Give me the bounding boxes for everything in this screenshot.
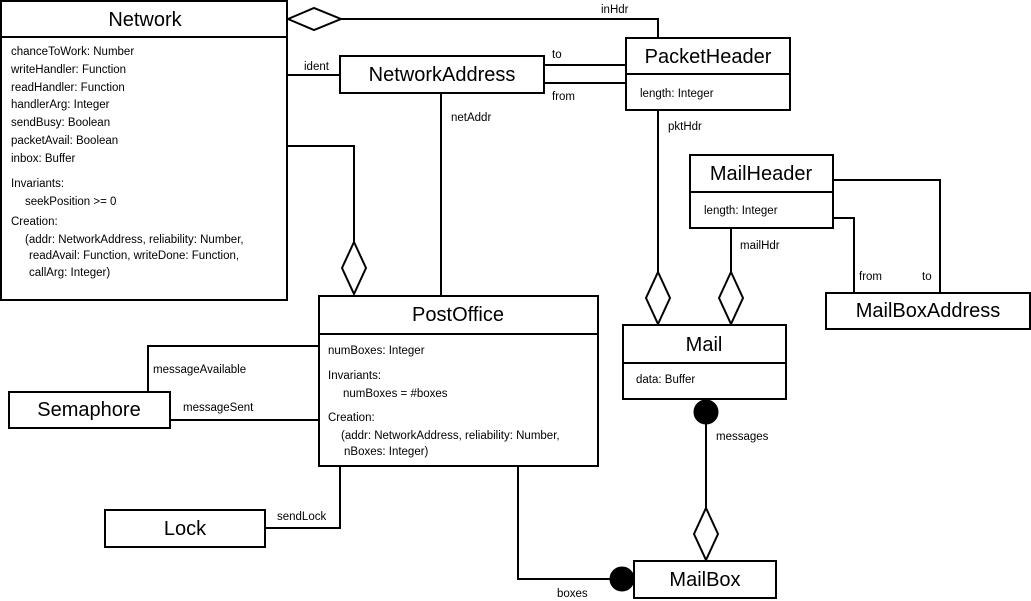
inhdr-link <box>341 18 659 38</box>
messagesent-label: messageSent <box>183 402 254 414</box>
network-class-name: Network <box>108 9 182 31</box>
postoffice-creation-heading: Creation: <box>328 412 375 424</box>
class-network: Network chanceToWork: Number writeHandle… <box>0 0 288 301</box>
network-postoffice-link <box>287 145 355 242</box>
postoffice-invariant: numBoxes = #boxes <box>343 388 448 400</box>
sendlock-link <box>265 466 341 529</box>
network-attr: readHandler: Function <box>11 82 125 94</box>
messages-diamond <box>692 505 720 563</box>
class-packet-header: PacketHeader length: Integer <box>625 37 791 111</box>
boxes-link <box>517 466 622 580</box>
lock-class-name: Lock <box>164 518 207 540</box>
inhdr-aggregation-diamond <box>285 6 344 32</box>
network-attr: handlerArg: Integer <box>11 99 110 111</box>
sendlock-label: sendLock <box>277 511 326 523</box>
mail-from-label: from <box>859 271 882 283</box>
network-attr: packetAvail: Boolean <box>11 135 118 147</box>
boxes-label: boxes <box>557 588 588 600</box>
postoffice-class-name: PostOffice <box>412 304 504 326</box>
mailbox-class-name: MailBox <box>669 569 740 591</box>
ident-label: ident <box>304 61 330 73</box>
networkaddress-class-name: NetworkAddress <box>369 64 516 86</box>
messageavailable-label: messageAvailable <box>153 364 246 376</box>
class-semaphore: Semaphore <box>8 391 171 429</box>
network-attr: chanceToWork: Number <box>11 46 134 58</box>
mail-attr: data: Buffer <box>636 374 695 386</box>
netaddr-label: netAddr <box>451 112 491 124</box>
mail-class-name: Mail <box>686 334 723 356</box>
pkthdr-label: pktHdr <box>668 121 702 133</box>
class-mailbox: MailBox <box>633 560 777 599</box>
mailhdr-diamond <box>717 269 745 327</box>
class-post-office: PostOffice numBoxes: Integer Invariants:… <box>318 295 599 467</box>
mailboxaddress-class-name: MailBoxAddress <box>856 300 1001 322</box>
mailhdr-label: mailHdr <box>740 240 780 252</box>
mail-to-label: to <box>922 271 932 283</box>
messages-multiplicity-dot <box>693 399 719 425</box>
inhdr-label: inHdr <box>601 4 629 16</box>
messageavailable-link <box>147 345 319 392</box>
to-label: to <box>552 49 562 61</box>
postoffice-creation-line: (addr: NetworkAddress, reliability: Numb… <box>341 430 560 442</box>
from-label: from <box>552 91 575 103</box>
mailheader-attr: length: Integer <box>704 205 778 217</box>
class-mail-header: MailHeader length: Integer <box>689 154 834 229</box>
network-creation-line: callArg: Integer) <box>29 267 110 279</box>
network-attr: inbox: Buffer <box>11 153 76 165</box>
network-invariant: seekPosition >= 0 <box>25 196 116 208</box>
postoffice-creation-line: nBoxes: Integer) <box>344 446 429 458</box>
boxes-multiplicity-dot <box>609 566 635 592</box>
mail-from-link <box>833 217 855 293</box>
mail-to-link <box>833 179 941 293</box>
network-attr: sendBusy: Boolean <box>11 117 110 129</box>
pkthdr-diamond <box>644 269 672 327</box>
class-mail: Mail data: Buffer <box>622 324 787 400</box>
semaphore-class-name: Semaphore <box>37 399 140 421</box>
network-invariants-heading: Invariants: <box>11 178 64 190</box>
mailheader-class-name: MailHeader <box>710 163 813 185</box>
messages-label: messages <box>716 431 769 443</box>
network-attr: writeHandler: Function <box>10 64 126 76</box>
postoffice-attr: numBoxes: Integer <box>328 345 425 357</box>
network-creation-line: (addr: NetworkAddress, reliability: Numb… <box>25 234 244 246</box>
packetheader-attr: length: Integer <box>640 88 714 100</box>
class-mailbox-address: MailBoxAddress <box>825 292 1031 330</box>
network-postoffice-diamond <box>340 239 368 297</box>
network-creation-heading: Creation: <box>11 216 58 228</box>
postoffice-invariants-heading: Invariants: <box>328 370 381 382</box>
class-network-address: NetworkAddress <box>339 55 545 94</box>
class-lock: Lock <box>104 509 266 548</box>
packetheader-class-name: PacketHeader <box>645 46 772 68</box>
network-creation-line: readAvail: Function, writeDone: Function… <box>29 250 239 262</box>
